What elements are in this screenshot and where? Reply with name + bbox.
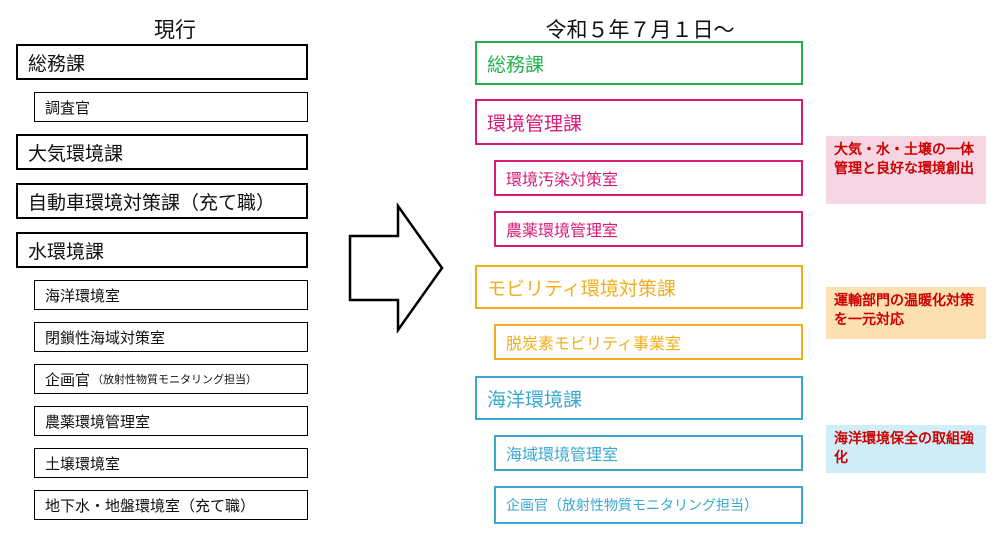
future-kaiiki: 海域環境管理室 [494,435,803,471]
current-noyaku: 農薬環境管理室 [34,406,308,436]
future-mobility: モビリティ環境対策課 [475,265,803,309]
future-osen: 環境汚染対策室 [494,160,803,196]
future-somuka: 総務課 [475,41,803,85]
future-noyaku: 農薬環境管理室 [494,211,803,247]
right-arrow-icon [348,203,444,333]
future-kaiyo: 海洋環境課 [475,376,803,420]
current-title: 現行 [154,18,196,42]
future-kankyo-kanri: 環境管理課 [475,99,803,145]
current-mizu: 水環境課 [16,232,308,268]
future-kikakukan: 企画官（放射性物質モニタリング担当） [494,486,803,524]
note-pink: 大気・水・土壌の一体管理と良好な環境創出 [826,136,986,204]
current-jidosha: 自動車環境対策課（充て職） [16,183,308,219]
current-chikasui: 地下水・地盤環境室（充て職） [34,490,308,520]
current-heisa: 閉鎖性海域対策室 [34,322,308,352]
current-chosakan: 調査官 [34,92,308,122]
current-kaiyo: 海洋環境室 [34,280,308,310]
current-kikakukan: 企画官（放射性物質モニタリング担当） [34,364,308,394]
current-dojo: 土壌環境室 [34,448,308,478]
note-cyan: 海洋環境保全の取組強化 [826,425,986,473]
note-orange: 運輸部門の温暖化対策を一元対応 [826,287,986,339]
current-somuka: 総務課 [16,44,308,80]
future-title: 令和５年７月１日～ [545,18,735,42]
future-datsutanso: 脱炭素モビリティ事業室 [494,324,803,360]
current-taiki: 大気環境課 [16,134,308,170]
